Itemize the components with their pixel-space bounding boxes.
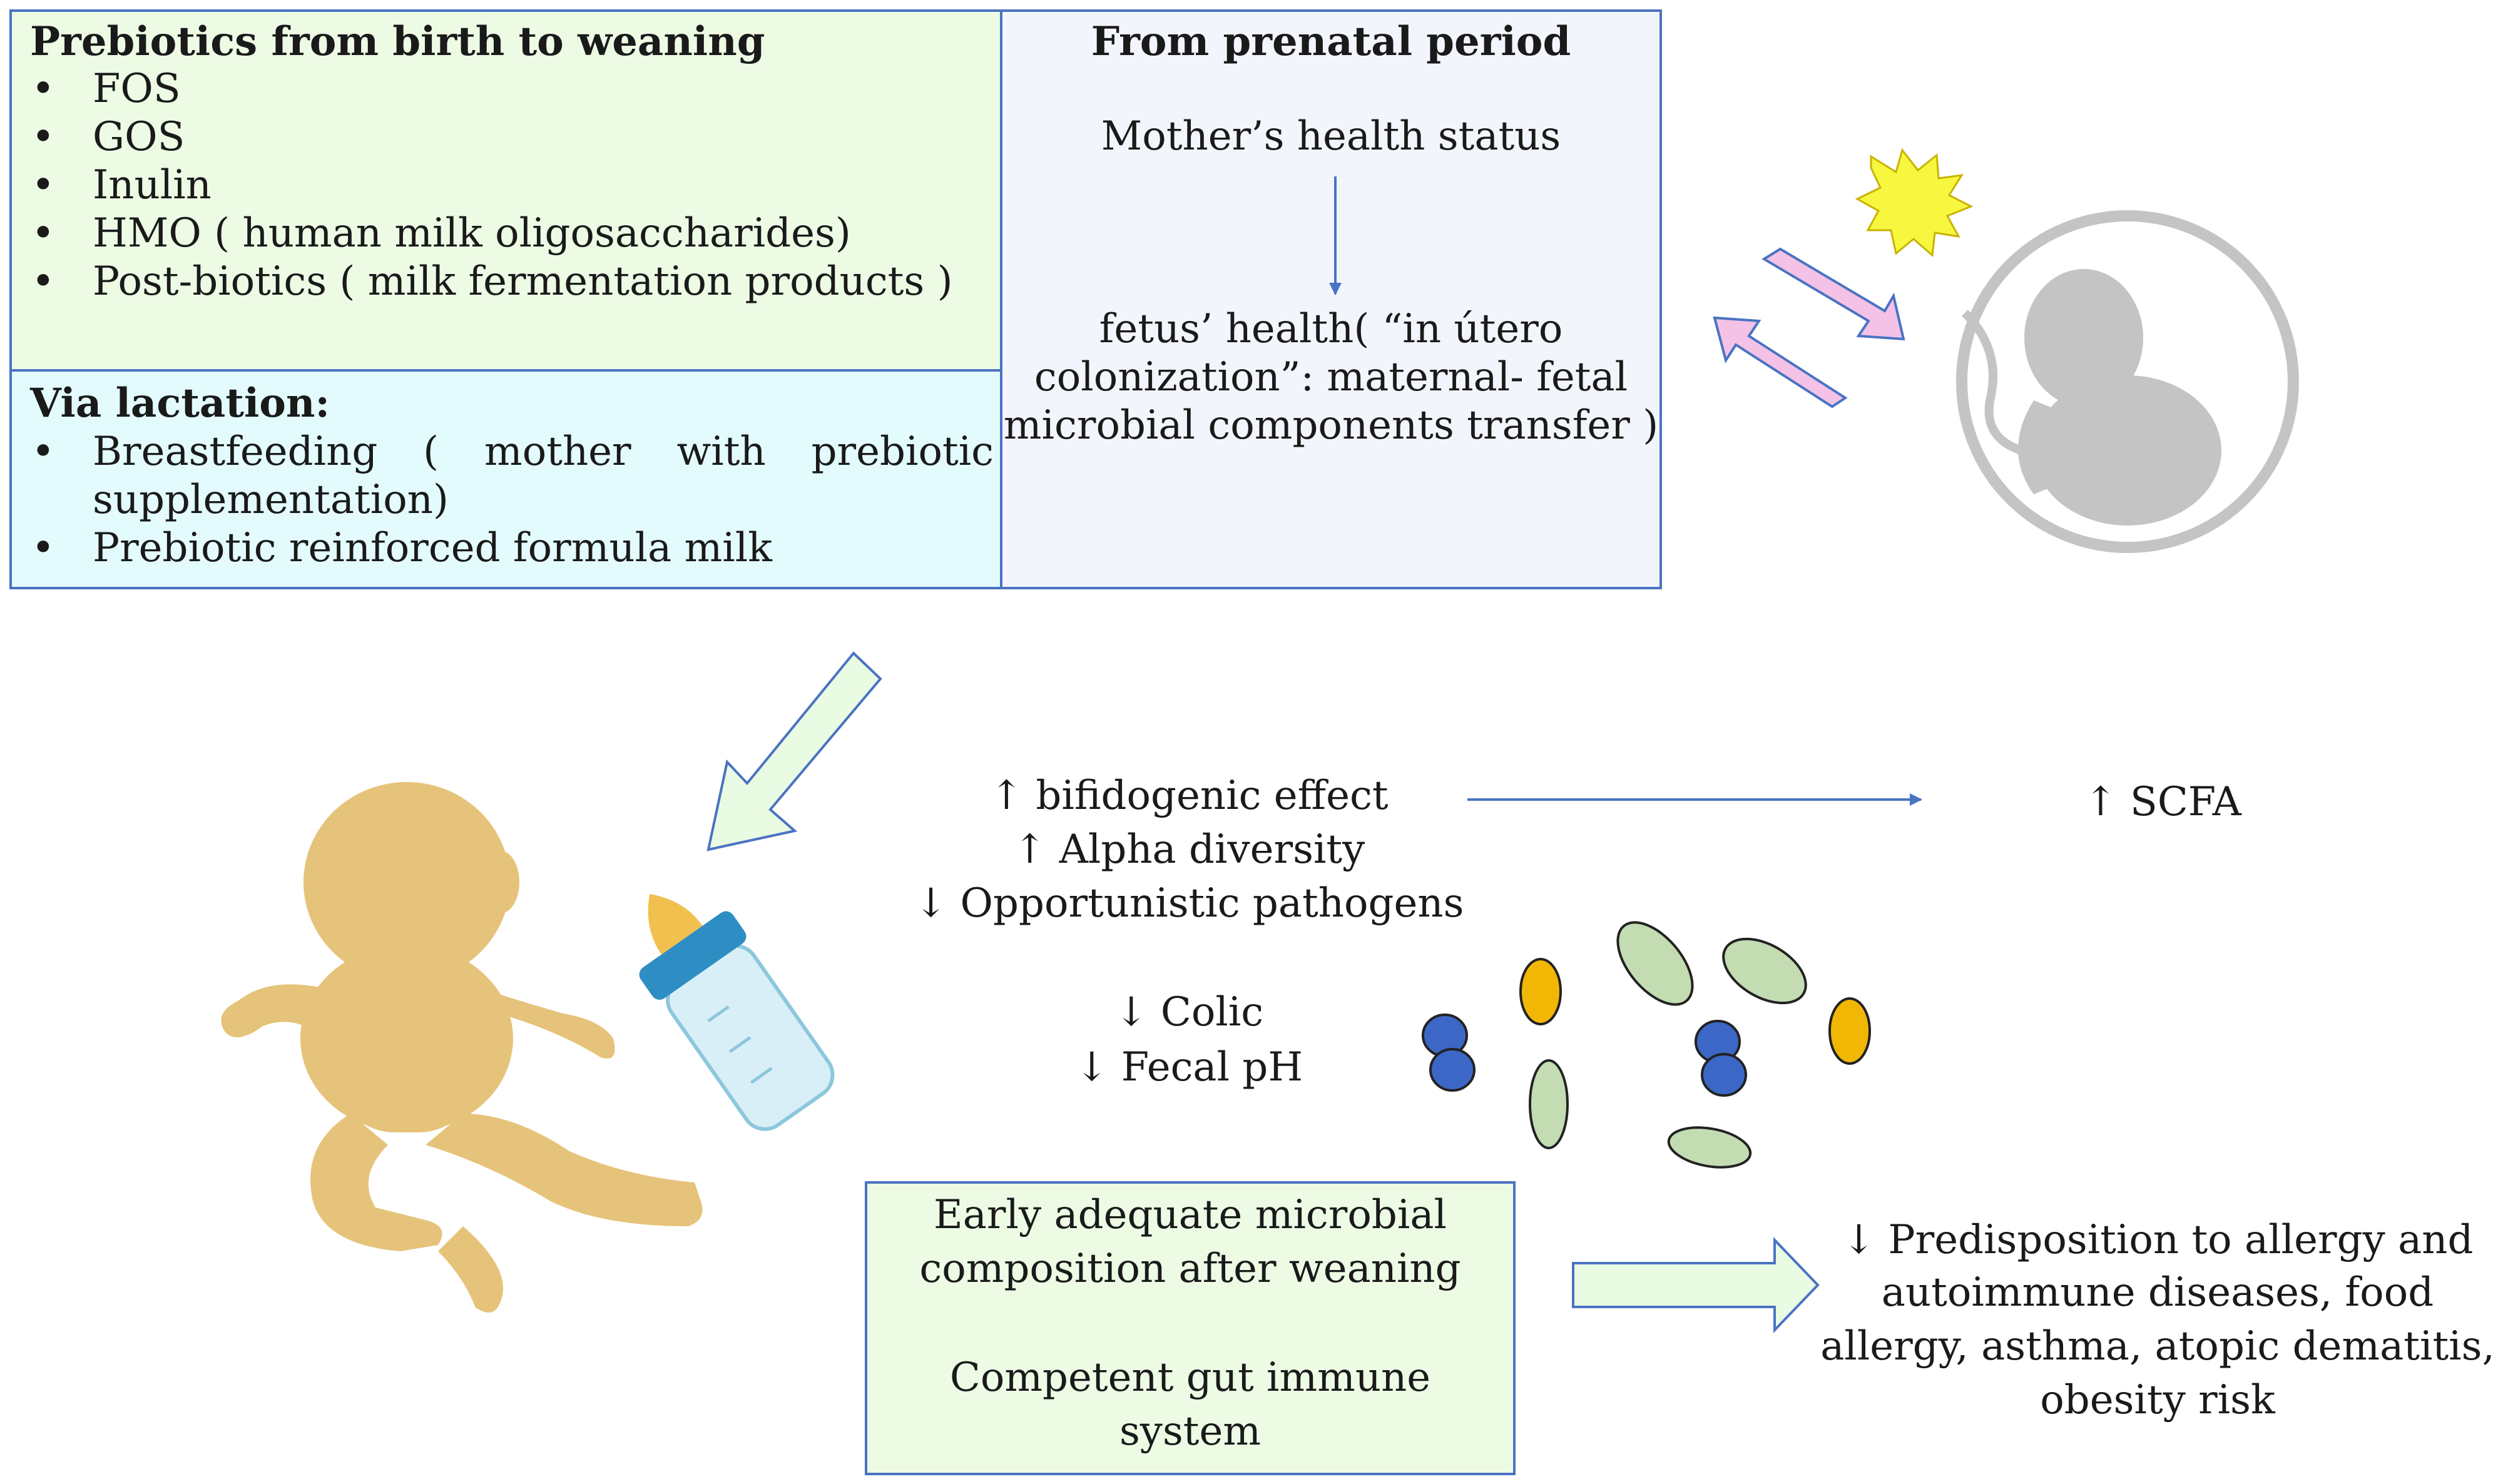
list-item: •Inulin	[31, 162, 212, 208]
list-item: •FOS	[31, 66, 181, 112]
outcome-to-risk-arrow	[1572, 1237, 1820, 1333]
effect-pathogens: ↓ Opportunistic pathogens	[914, 880, 1464, 927]
risk-line2: autoimmune diseases, food	[1881, 1269, 2434, 1316]
list-item: •Post-biotics ( milk fermentation produc…	[31, 258, 953, 305]
baby-bottle-icon	[639, 893, 835, 1131]
pink-arrow-to-fetus	[1761, 247, 1905, 341]
fetus-health-line2: colonization”: maternal- fetal	[1034, 354, 1628, 400]
fetus-health-line3: microbial components transfer )	[1003, 402, 1659, 449]
lactation-item-1-text: Breastfeeding ( mother with prebiotic su…	[93, 429, 994, 523]
risk-line4: obesity risk	[2040, 1377, 2275, 1423]
list-item: •GOS	[31, 114, 185, 160]
pink-arrow-from-fetus	[1713, 316, 1848, 409]
outcome-line1: Early adequate microbial	[934, 1192, 1447, 1238]
prenatal-title: From prenatal period	[1091, 18, 1571, 65]
sun-burst-icon	[1855, 148, 1974, 258]
lactation-title: Via lactation:	[30, 380, 330, 427]
outcome-box	[865, 1181, 1516, 1475]
prenatal-box	[1000, 9, 1662, 589]
mother-health-status: Mother’s health status	[1101, 113, 1561, 160]
lactation-item-2-text: Prebiotic reinforced formula milk	[93, 525, 772, 571]
fetus-health-line1: fetus’ health( “in útero	[1099, 306, 1563, 352]
prebiotics-title: Prebiotics from birth to weaning	[30, 18, 765, 65]
effect-colic: ↓ Colic	[1114, 989, 1264, 1035]
risk-line3: allergy, asthma, atopic dematitis,	[1820, 1323, 2495, 1370]
outcome-line4: system	[1119, 1408, 1262, 1455]
effect-alpha-diversity: ↑ Alpha diversity	[1012, 826, 1365, 873]
outcome-line2: composition after weaning	[919, 1246, 1461, 1292]
prebiotics-box	[9, 9, 1002, 371]
scfa-label: ↑ SCFA	[2084, 779, 2241, 825]
effect-bifidogenic: ↑ bifidogenic effect	[989, 773, 1389, 819]
list-item: •HMO ( human milk oligosaccharides)	[31, 210, 851, 257]
lactation-item-2-bullet: •	[31, 525, 55, 571]
effect-fecal-ph: ↓ Fecal pH	[1074, 1044, 1303, 1090]
risk-line1: ↓ Predisposition to allergy and	[1842, 1217, 2474, 1263]
fetus-in-womb-icon	[1956, 210, 2299, 553]
lactation-box	[9, 369, 1002, 589]
baby-silhouette-icon	[221, 782, 703, 1313]
lactation-item-1: •	[31, 429, 55, 475]
down-left-arrow	[706, 651, 882, 851]
prebiotics-list: •FOS •GOS •Inulin •HMO ( human milk olig…	[13, 65, 953, 306]
outcome-line3: Competent gut immune	[949, 1354, 1431, 1401]
bacteria-icon	[1422, 921, 1871, 1169]
